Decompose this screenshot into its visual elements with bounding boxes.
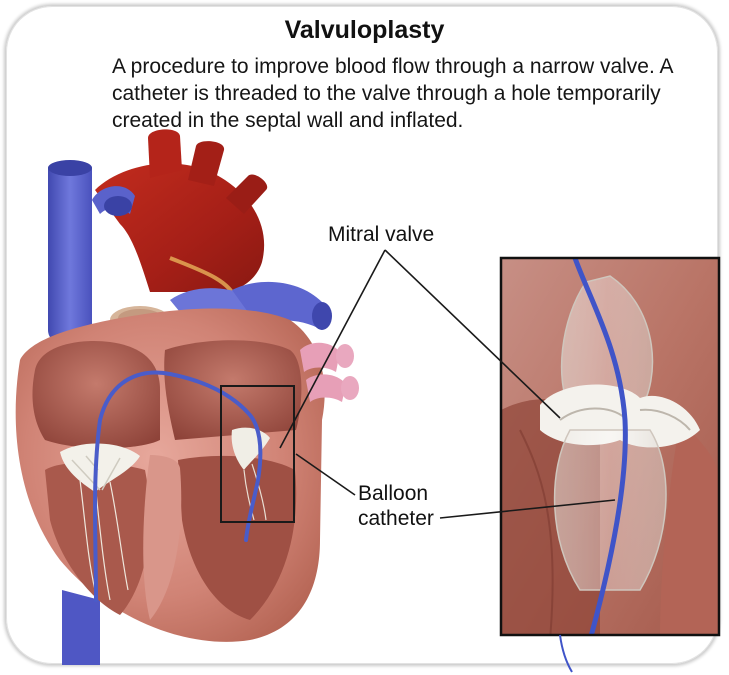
balloon-label-line1: Balloon [358, 481, 434, 506]
zoom-inset [501, 258, 719, 672]
balloon-catheter-label: Balloon catheter [358, 481, 434, 531]
heart-body [16, 308, 359, 665]
balloon-label-line2: catheter [358, 506, 434, 531]
superior-vena-cava [48, 160, 92, 347]
mitral-valve-label: Mitral valve [328, 222, 434, 247]
